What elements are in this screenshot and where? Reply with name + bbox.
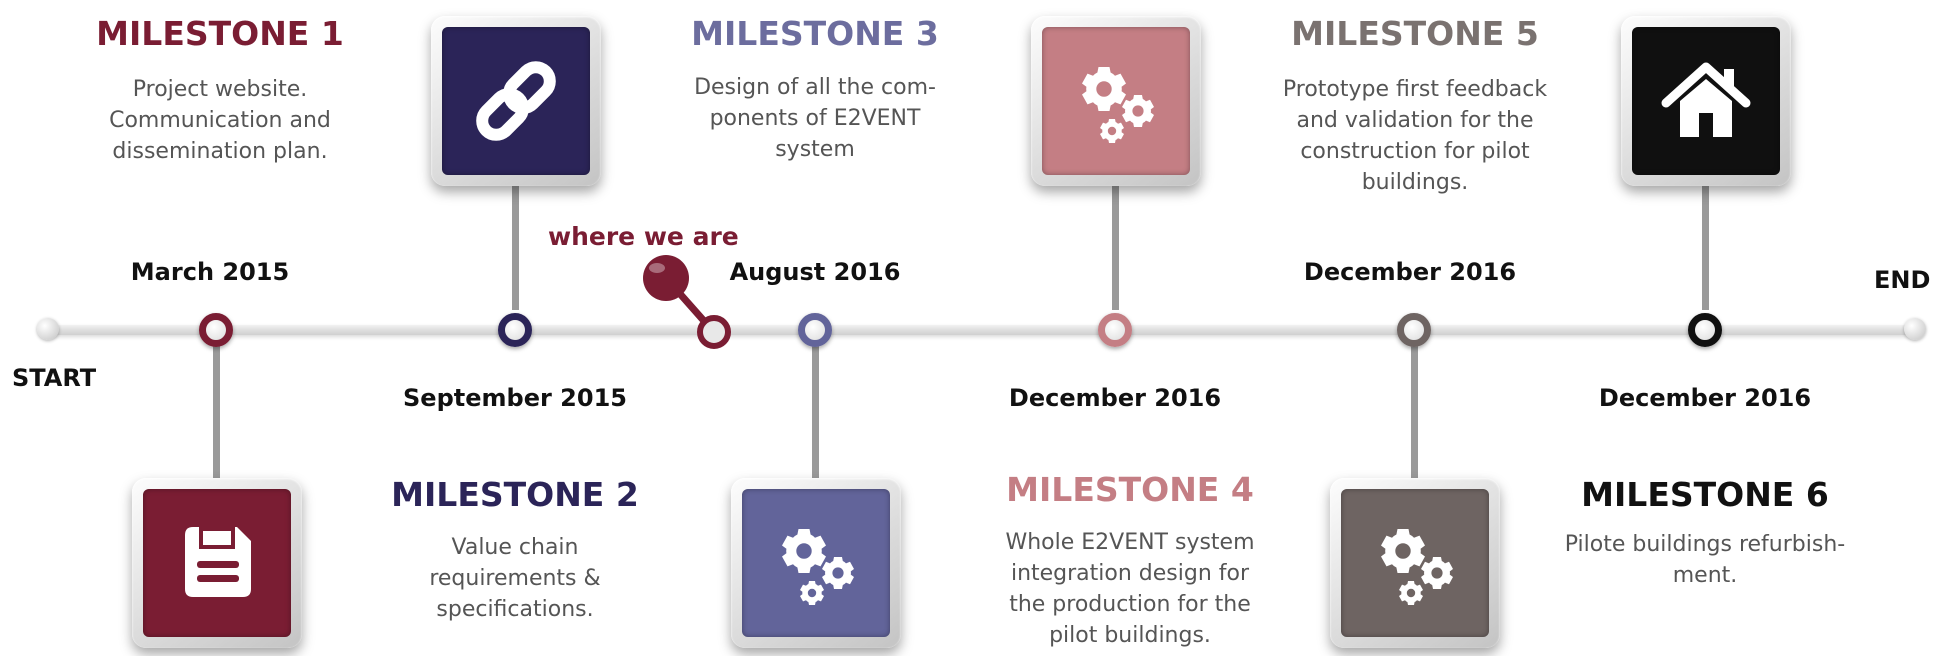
connector-m4	[1112, 185, 1119, 310]
milestone-2-node[interactable]	[498, 313, 532, 347]
milestone-6-title: MILESTONE 6	[1581, 475, 1829, 514]
milestone-1-icon-box[interactable]	[132, 478, 302, 648]
milestone-1-node[interactable]	[199, 313, 233, 347]
milestone-5-description: Prototype first feedback and validation …	[1282, 77, 1548, 195]
milestone-4-date: December 2016	[1008, 384, 1222, 412]
milestone-3-description: Design of all the com- ponents of E2VENT…	[694, 75, 936, 162]
milestone-4-node[interactable]	[1098, 313, 1132, 347]
timeline-start-cap	[37, 318, 59, 340]
milestone-3-date: August 2016	[729, 258, 901, 286]
end-label: END	[1874, 266, 1931, 294]
milestone-4-description: Whole E2VENT system integration design f…	[1005, 530, 1255, 648]
milestone-6-date: December 2016	[1598, 384, 1812, 412]
house-icon	[1661, 62, 1751, 137]
where-we-are-label: where we are	[548, 222, 739, 251]
milestone-2-description: Value chain requirements & specification…	[429, 535, 601, 622]
milestone-2-date: September 2015	[403, 384, 627, 412]
milestone-6-description: Pilote buildings refurbish- ment.	[1564, 532, 1846, 588]
gears-icon	[782, 529, 854, 605]
milestone-5-node[interactable]	[1397, 313, 1431, 347]
milestone-2-icon-box[interactable]	[431, 16, 601, 186]
where-we-are-pin-icon	[643, 255, 731, 349]
milestone-4-title: MILESTONE 4	[1006, 470, 1254, 509]
milestone-3-title: MILESTONE 3	[691, 14, 939, 53]
milestone-3-node[interactable]	[798, 313, 832, 347]
timeline-end-cap	[1904, 318, 1926, 340]
connector-m6	[1702, 185, 1709, 310]
milestone-1-description: Project website. Communication and disse…	[109, 77, 331, 164]
gears-icon	[1082, 67, 1154, 143]
connector-m2	[512, 185, 519, 310]
milestone-2-title: MILESTONE 2	[391, 475, 639, 514]
start-label: START	[12, 364, 97, 392]
floppy-disk-icon	[185, 527, 251, 597]
milestone-5-date: December 2016	[1303, 258, 1517, 286]
milestone-1-date: March 2015	[130, 258, 290, 286]
milestone-5-icon-box[interactable]	[1330, 478, 1500, 648]
milestone-5-title: MILESTONE 5	[1291, 14, 1539, 53]
timeline-track	[48, 325, 1918, 335]
gears-icon	[1381, 529, 1453, 605]
milestone-4-icon-box[interactable]	[1031, 16, 1201, 186]
connector-m1	[213, 340, 220, 480]
milestone-6-icon-box[interactable]	[1621, 16, 1791, 186]
chain-link-icon	[476, 61, 556, 141]
milestone-3-icon-box[interactable]	[731, 478, 901, 648]
connector-m3	[812, 340, 819, 480]
milestone-1-title: MILESTONE 1	[96, 14, 344, 53]
connector-m5	[1411, 340, 1418, 480]
milestone-6-node[interactable]	[1688, 313, 1722, 347]
